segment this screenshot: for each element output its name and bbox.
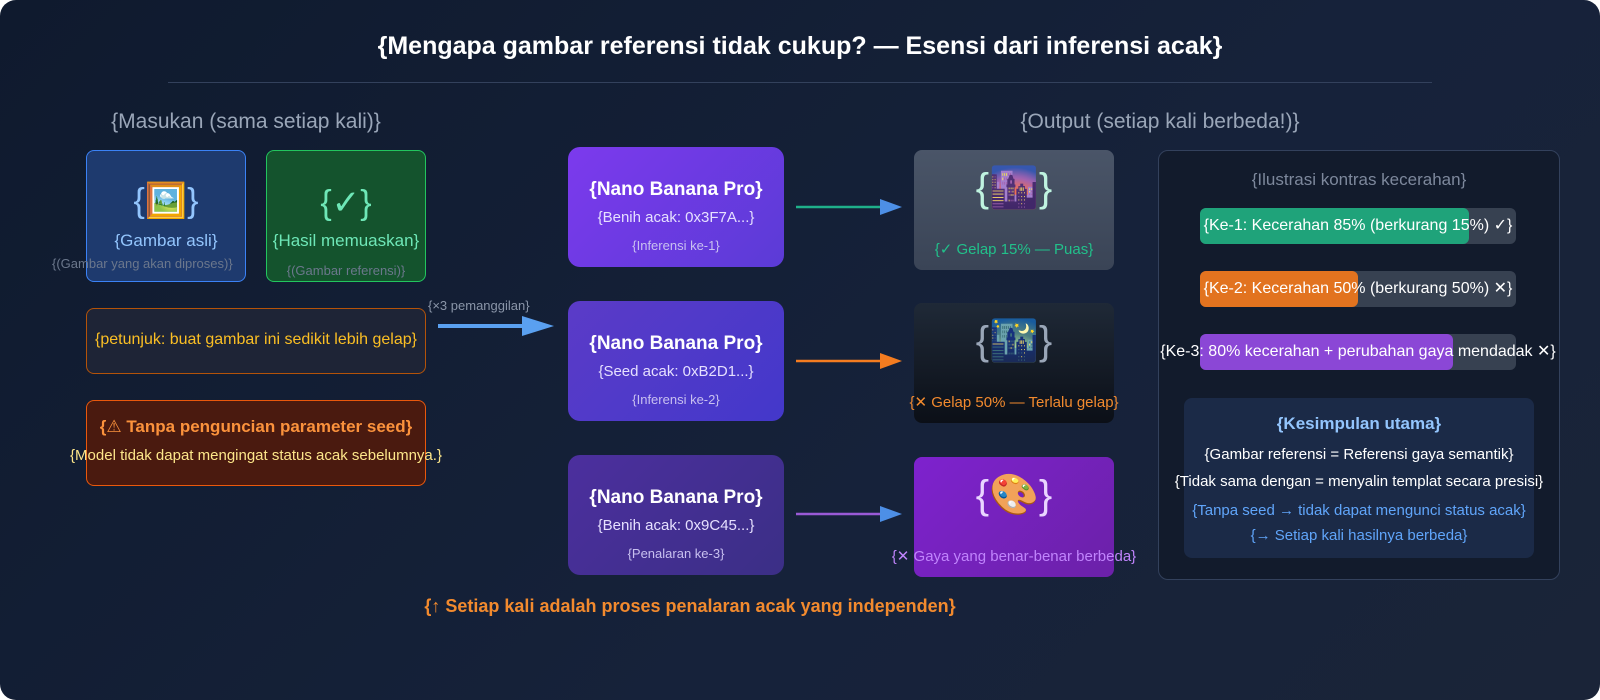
model-name: {Nano Banana Pro} — [589, 487, 763, 508]
calls-arrow — [438, 316, 554, 336]
arrow-run-2 — [796, 353, 902, 369]
title-divider — [168, 82, 1432, 83]
prompt-box: {petunjuk: buat gambar ini sedikit lebih… — [86, 308, 426, 374]
city-night-icon: {🌃} — [975, 319, 1053, 363]
model-node-1: {Nano Banana Pro} {Benih acak: 0x3F7A...… — [568, 147, 784, 267]
original-image-label: {Gambar asli} — [114, 231, 218, 250]
warning-box: {⚠ Tanpa penguncian parameter seed} {Mod… — [70, 400, 442, 486]
output-result-3: {🎨} {✕ Gaya yang benar-benar berbeda} — [892, 457, 1136, 577]
footer-note: {↑ Setiap kali adalah proses penalaran a… — [424, 596, 956, 616]
output-result-2: {🌃} {✕ Gelap 50% — Terlalu gelap} — [909, 303, 1119, 423]
arrow-run-1 — [796, 199, 902, 215]
conclusion-line-1: {Gambar referensi = Referensi gaya seman… — [1204, 446, 1514, 463]
prompt-text: {petunjuk: buat gambar ini sedikit lebih… — [95, 331, 417, 348]
diagram-title: {Mengapa gambar referensi tidak cukup? —… — [377, 32, 1223, 60]
output-heading: {Output (setiap kali berbeda!)} — [1020, 110, 1300, 133]
brightness-bar-fill — [1200, 334, 1453, 370]
model-node-3: {Nano Banana Pro} {Benih acak: 0x9C45...… — [568, 455, 784, 575]
model-name: {Nano Banana Pro} — [589, 333, 763, 354]
brightness-bar-1 — [1200, 208, 1516, 244]
conclusion-title: {Kesimpulan utama} — [1276, 414, 1442, 433]
output-caption: {✓ Gelap 15% — Puas} — [934, 241, 1094, 258]
brightness-bar-2 — [1200, 271, 1516, 307]
model-name: {Nano Banana Pro} — [589, 179, 763, 200]
model-run: {Penalaran ke-3} — [627, 546, 725, 561]
conclusion-box: {Kesimpulan utama} {Gambar referensi = R… — [1175, 398, 1543, 558]
original-image-sub: {(Gambar yang akan diproses)} — [52, 256, 233, 271]
model-node-2: {Nano Banana Pro} {Seed acak: 0xB2D1...}… — [568, 301, 784, 421]
model-run: {Inferensi ke-1} — [632, 238, 720, 253]
brightness-bar-label: {Ke-2: Kecerahan 50% (berkurang 50%) ✕} — [1203, 280, 1513, 297]
check-icon: {✓} — [320, 184, 372, 222]
warning-title: {⚠ Tanpa penguncian parameter seed} — [99, 417, 413, 436]
output-result-1: {🌆} {✓ Gelap 15% — Puas} — [914, 150, 1114, 270]
output-caption: {✕ Gaya yang benar-benar berbeda} — [891, 548, 1137, 565]
conclusion-line-2: {Tidak sama dengan = menyalin templat se… — [1174, 473, 1544, 490]
original-image-box: {🖼️} {Gambar asli} — [86, 150, 246, 282]
brightness-bar-3 — [1200, 334, 1516, 370]
warning-text: {Model tidak dapat mengingat status acak… — [70, 447, 442, 464]
satisfied-result-sub: {(Gambar referensi)} — [286, 263, 406, 278]
conclusion-line-3: {Tanpa seed → tidak dapat mengunci statu… — [1192, 502, 1526, 519]
conclusion-line-4: {→ Setiap kali hasilnya berbeda} — [1250, 527, 1468, 544]
model-seed: {Benih acak: 0x3F7A...} — [597, 209, 755, 226]
city-dusk-icon: {🌆} — [975, 166, 1053, 210]
image-icon: {🖼️} — [133, 182, 199, 220]
palette-icon: {🎨} — [975, 473, 1053, 517]
brightness-bar-fill — [1200, 271, 1358, 307]
arrow-run-3 — [796, 506, 902, 522]
model-seed: {Benih acak: 0x9C45...} — [597, 517, 755, 534]
model-run: {Inferensi ke-2} — [632, 392, 720, 407]
contrast-heading: {Ilustrasi kontras kecerahan} — [1251, 170, 1467, 189]
brightness-bar-fill — [1200, 208, 1469, 244]
satisfied-result-label: {Hasil memuaskan} — [272, 231, 420, 250]
output-caption: {✕ Gelap 50% — Terlalu gelap} — [909, 394, 1119, 411]
brightness-bar-label: {Ke-3: 80% kecerahan + perubahan gaya me… — [1160, 343, 1556, 360]
satisfied-result-box: {✓} {Hasil memuaskan} {(Gambar referensi… — [266, 150, 426, 282]
calls-label: {×3 pemanggilan} — [428, 298, 530, 313]
input-heading: {Masukan (sama setiap kali)} — [111, 110, 381, 133]
model-seed: {Seed acak: 0xB2D1...} — [598, 363, 754, 380]
brightness-bar-label: {Ke-1: Kecerahan 85% (berkurang 15%) ✓} — [1203, 217, 1513, 234]
